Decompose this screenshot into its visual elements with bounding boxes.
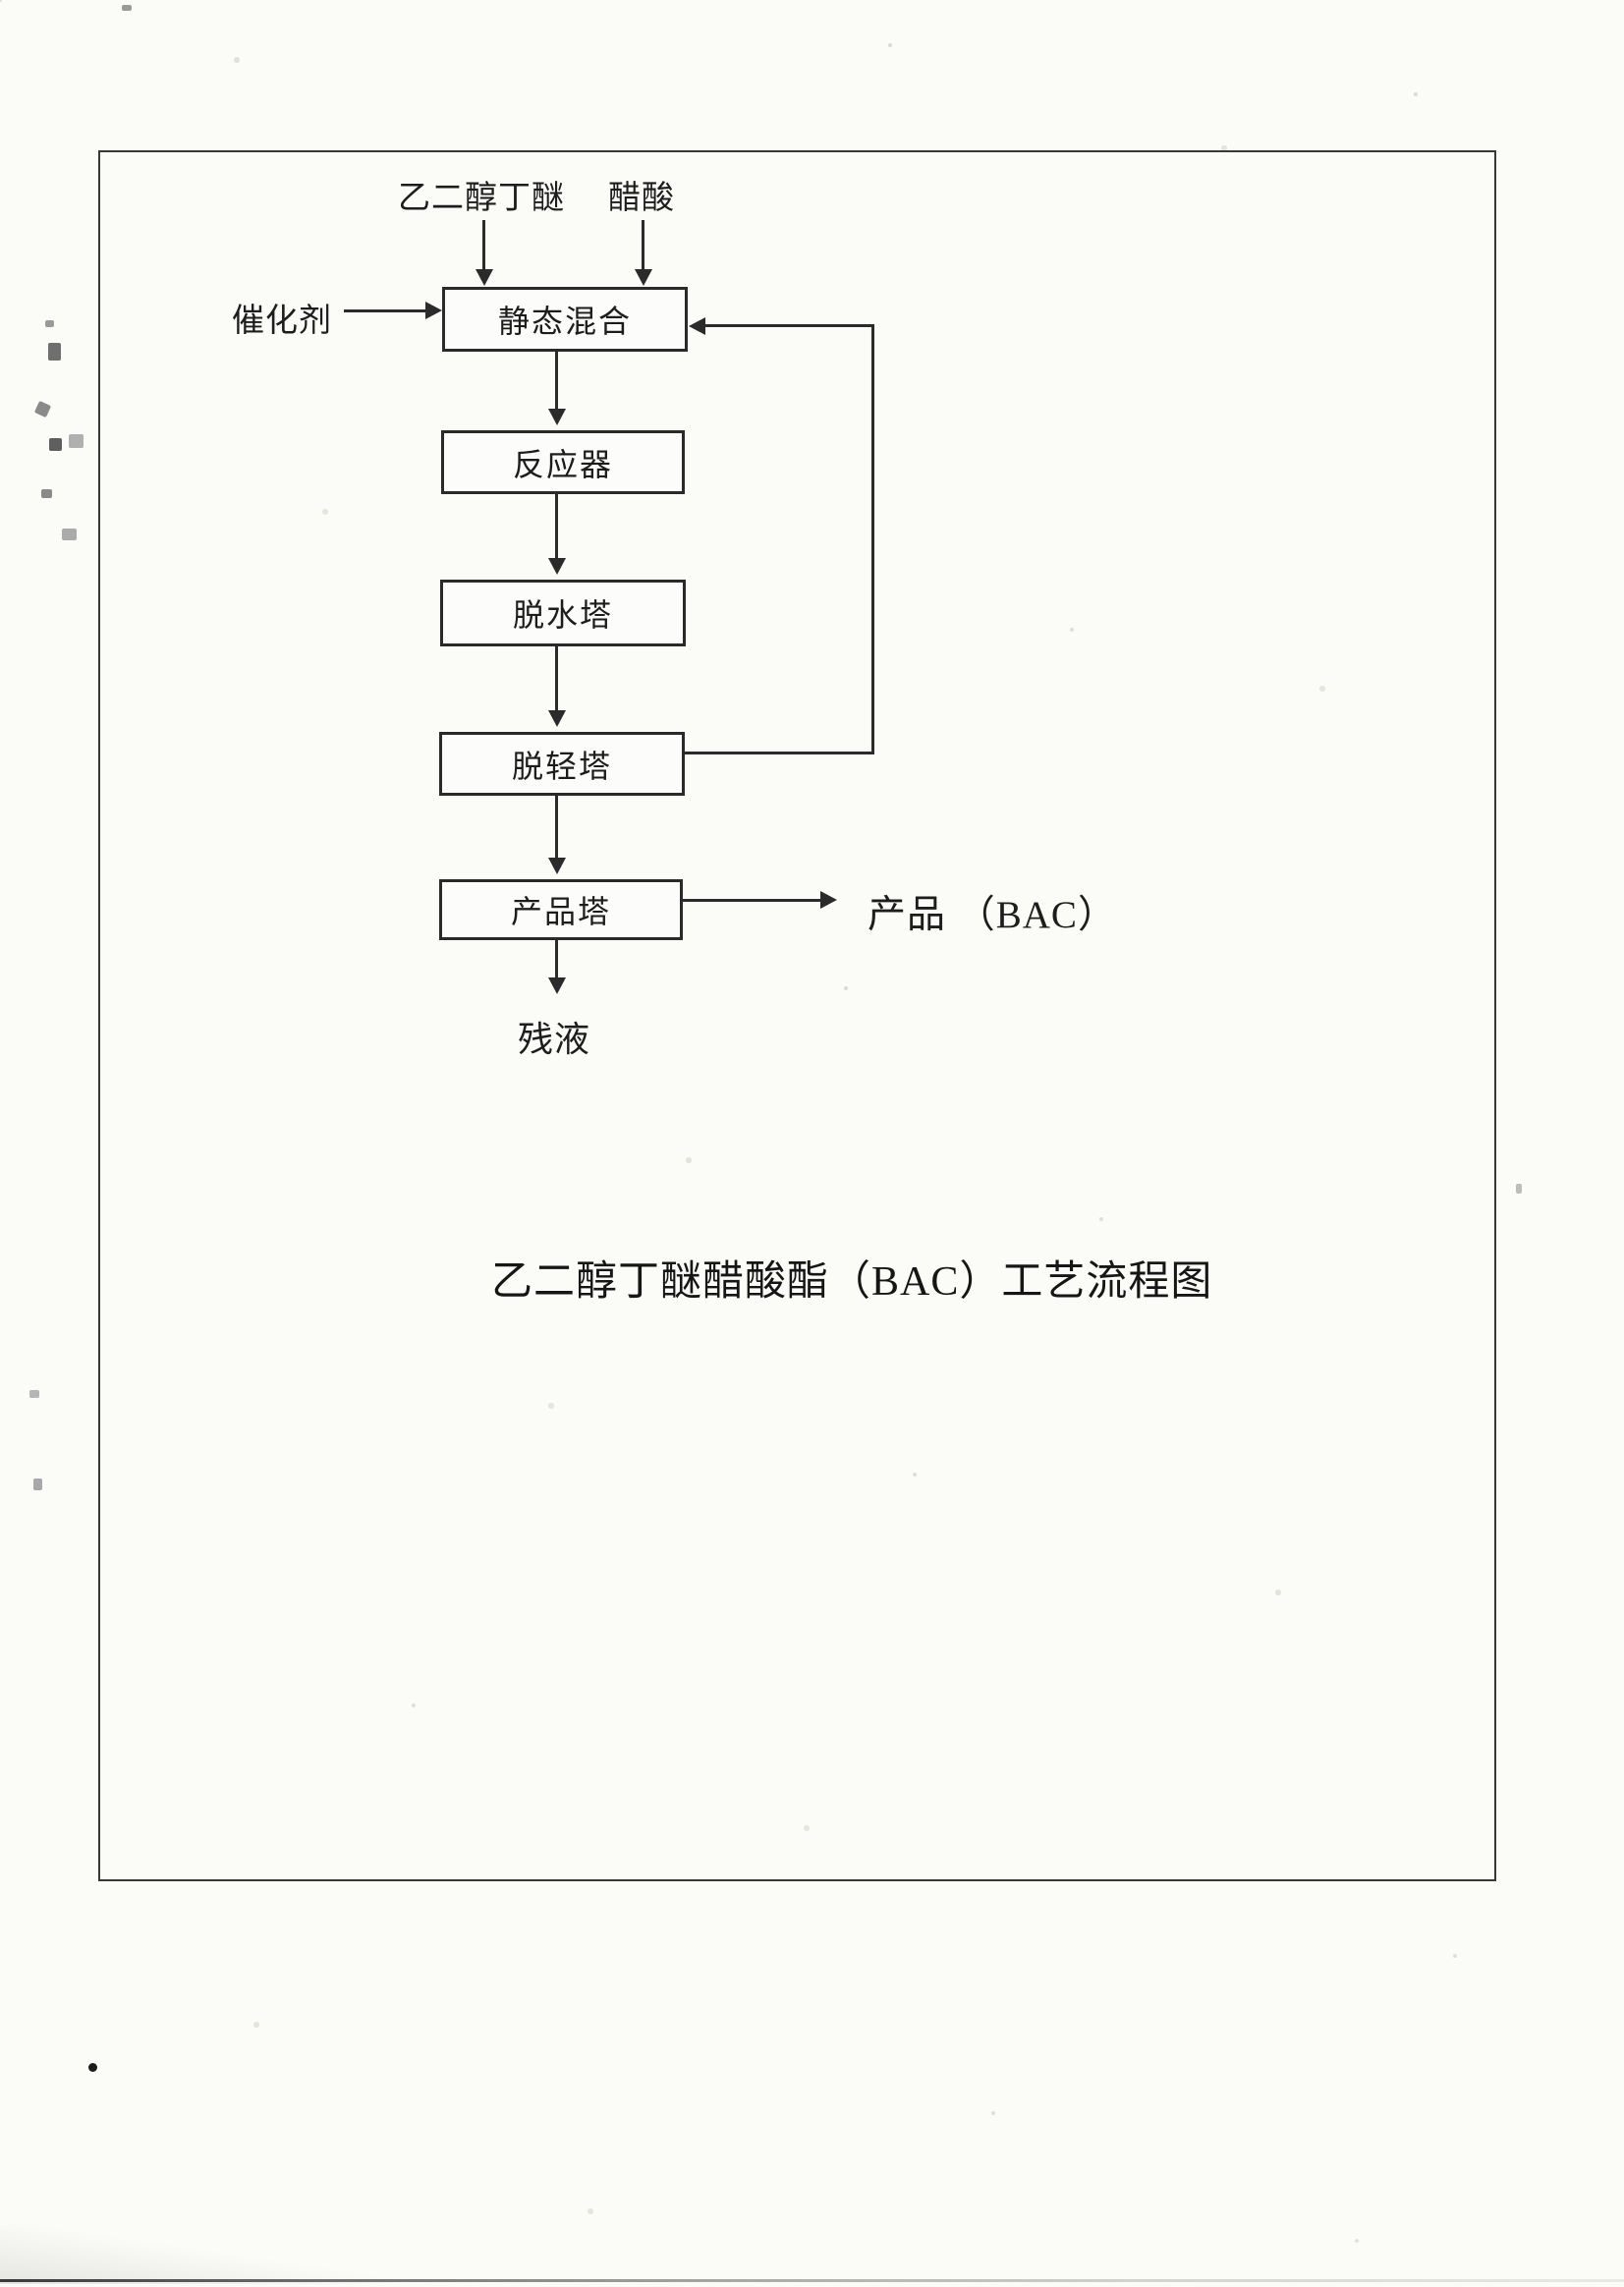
node-reactor-label: 反应器 <box>512 446 613 482</box>
scan-artifact <box>41 489 52 498</box>
scan-artifact <box>1516 1184 1522 1194</box>
scan-artifact <box>49 438 62 451</box>
node-static-mixer-label: 静态混合 <box>497 304 632 339</box>
scan-artifact <box>33 400 52 418</box>
feed-label-ethylene-glycol-butyl-ether: 乙二醇丁醚 <box>398 181 565 216</box>
scan-corner-shadow <box>0 2225 393 2284</box>
scan-artifact <box>45 320 54 327</box>
recycle-line-bottom <box>685 752 874 754</box>
node-dehydration-tower-label: 脱水塔 <box>512 597 613 633</box>
figure-caption: 乙二醇丁醚醋酸酯（BAC）工艺流程图 <box>491 1259 1213 1305</box>
feed-label-acetic-acid: 醋酸 <box>608 181 675 216</box>
recycle-line-vertical <box>871 324 874 754</box>
feed-label-catalyst: 催化剂 <box>232 304 332 339</box>
page-border <box>98 150 1496 1881</box>
node-light-ends-tower: 脱轻塔 <box>439 732 685 796</box>
arrowhead-down-icon <box>548 858 566 874</box>
arrow-mixer-to-reactor-shaft <box>555 352 558 411</box>
arrowhead-left-icon <box>689 317 705 335</box>
scan-artifact <box>69 434 84 448</box>
node-product-tower: 产品塔 <box>439 879 683 940</box>
arrowhead-down-icon <box>548 409 566 425</box>
arrowhead-down-icon <box>548 710 566 727</box>
arrow-egbe-shaft <box>482 220 485 271</box>
arrowhead-down-icon <box>476 269 493 286</box>
node-reactor: 反应器 <box>441 430 685 494</box>
arrow-reactor-to-dehydration-shaft <box>555 494 558 560</box>
arrowhead-right-icon <box>425 302 442 319</box>
arrow-product-shaft <box>683 899 822 902</box>
arrow-residue-shaft <box>555 940 558 979</box>
arrow-catalyst-shaft <box>344 309 428 312</box>
node-static-mixer: 静态混合 <box>442 287 688 352</box>
arrowhead-down-icon <box>548 558 566 575</box>
node-product-tower-label: 产品塔 <box>510 894 611 929</box>
scan-artifact <box>33 1478 42 1490</box>
output-label-residue: 残液 <box>518 1020 591 1059</box>
scan-bottom-edge <box>0 2279 1624 2282</box>
recycle-line-top <box>703 324 874 327</box>
scan-artifact <box>122 5 132 11</box>
arrowhead-down-icon <box>635 269 652 286</box>
scan-artifact <box>29 1390 39 1398</box>
output-label-product-bac: 产品 （BAC） <box>868 894 1117 936</box>
node-dehydration-tower: 脱水塔 <box>440 580 686 646</box>
arrow-dehydration-to-lightends-shaft <box>555 646 558 712</box>
arrowhead-right-icon <box>820 891 837 909</box>
node-light-ends-tower-label: 脱轻塔 <box>511 748 612 784</box>
scan-artifact <box>88 2063 97 2072</box>
arrow-lightends-to-product-shaft <box>555 796 558 860</box>
paper-noise <box>0 0 2 2</box>
arrowhead-down-icon <box>548 977 566 994</box>
scan-artifact <box>62 529 77 540</box>
arrow-acetic-shaft <box>642 220 644 271</box>
scan-artifact <box>48 343 61 361</box>
